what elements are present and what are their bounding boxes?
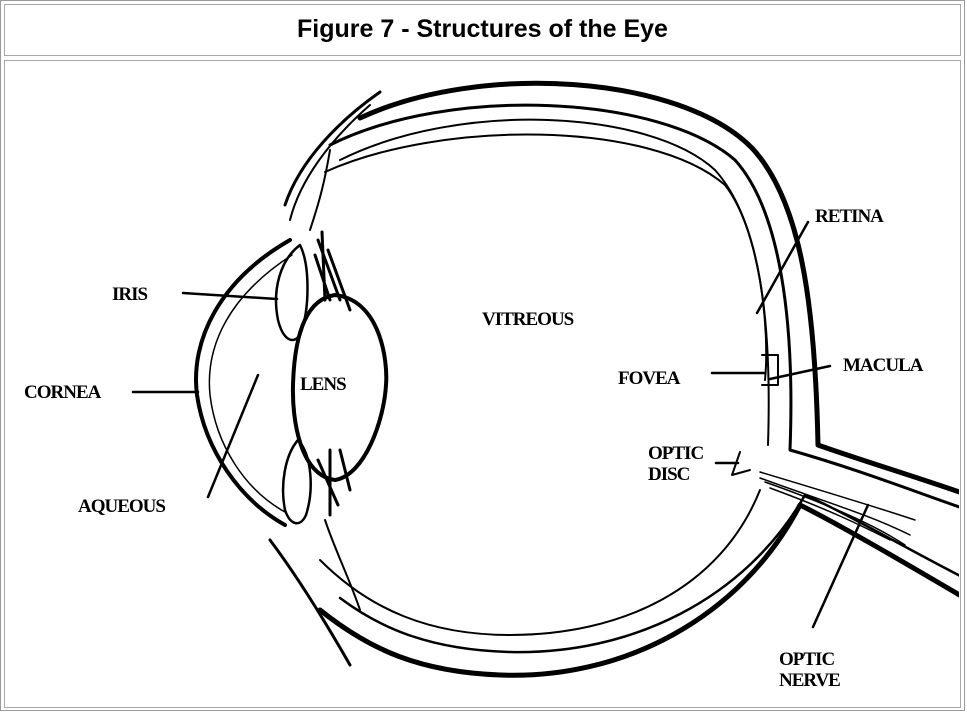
- upper-eyelid-2: [290, 105, 370, 220]
- label-macula: MACULA: [843, 355, 924, 376]
- label-retina: RETINA: [815, 206, 884, 227]
- label-iris: IRIS: [112, 284, 148, 305]
- retina-line-lower: [320, 490, 760, 635]
- iris-lower: [283, 440, 311, 523]
- label-aqueous: AQUEOUS: [78, 496, 165, 517]
- label-optic-disc-line2: DISC: [648, 464, 690, 485]
- label-cornea: CORNEA: [24, 382, 102, 403]
- retina-leader: [757, 222, 808, 313]
- ciliary-line-bottom: [325, 520, 360, 610]
- optic-nerve-leader: [813, 505, 868, 627]
- iris-leader: [183, 293, 277, 299]
- ciliary-lower: [318, 450, 350, 515]
- label-vitreous: VITREOUS: [482, 309, 574, 330]
- lower-eyelid: [270, 540, 350, 665]
- label-lens: LENS: [300, 374, 346, 395]
- label-optic-disc-line1: OPTIC: [648, 443, 703, 464]
- label-fovea: FOVEA: [618, 368, 681, 389]
- sclera-outer: [360, 83, 967, 495]
- sclera-inner-2: [340, 120, 769, 445]
- label-optic-nerve-line2: NERVE: [779, 670, 840, 691]
- retina-line: [325, 134, 766, 380]
- cornea-inner: [209, 255, 292, 512]
- label-optic-nerve-line1: OPTIC: [779, 649, 834, 670]
- ciliary-line-top: [310, 150, 330, 230]
